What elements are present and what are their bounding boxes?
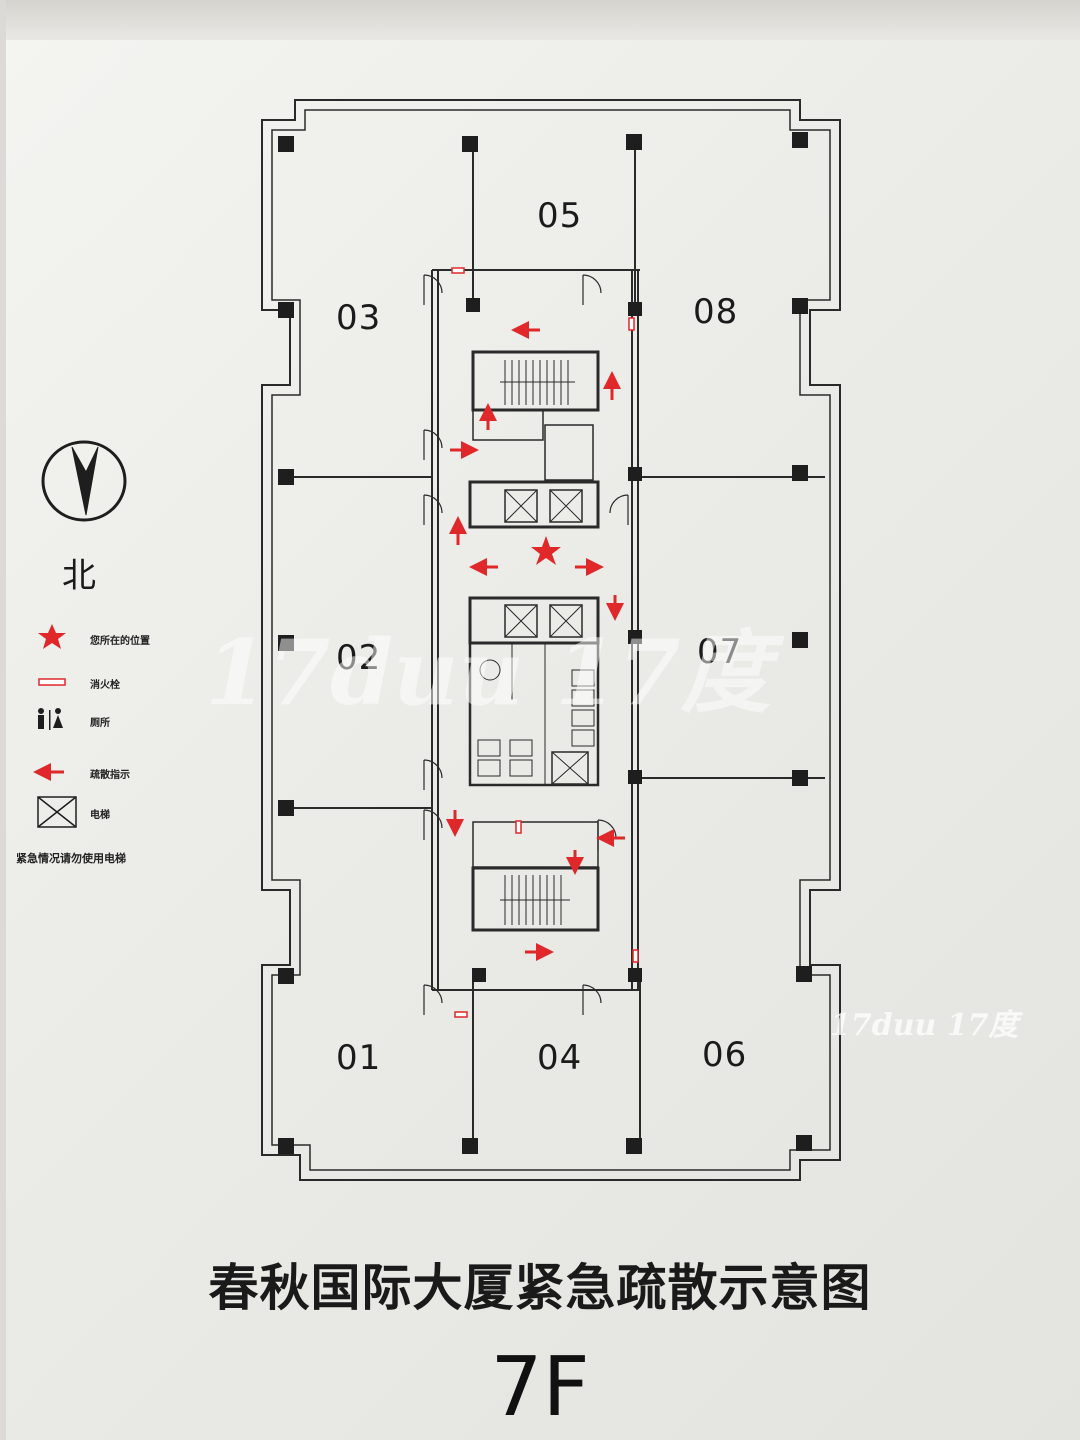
room-08-label: 08 xyxy=(693,292,739,332)
legend-star-icon xyxy=(38,624,66,649)
photo-top-edge xyxy=(0,0,1080,40)
toilets-block xyxy=(468,641,600,787)
you-are-here-star xyxy=(531,536,561,565)
room-05-label: 05 xyxy=(537,196,583,236)
legend-toilet-icon xyxy=(38,708,63,730)
legend-elevator: 电梯 xyxy=(90,810,110,821)
north-elevators xyxy=(468,480,600,529)
north-compass-icon xyxy=(41,440,127,522)
photo-left-edge xyxy=(0,0,6,1440)
watermark-small: 17duu 17度 xyxy=(830,1008,1019,1043)
room-04-label: 04 xyxy=(537,1038,583,1078)
room-03-label: 03 xyxy=(336,298,382,338)
room-06-label: 06 xyxy=(702,1035,748,1075)
watermark-large: 17duu 17度 xyxy=(205,620,771,726)
north-stair xyxy=(471,350,600,481)
floor-label: 7F xyxy=(490,1340,590,1435)
columns xyxy=(278,132,812,1154)
legend-evacuation: 疏散指示 xyxy=(90,770,130,781)
south-stair xyxy=(471,821,600,932)
room-01-label: 01 xyxy=(336,1038,382,1078)
legend-toilet: 厕所 xyxy=(90,718,110,729)
room-07-label: 07 xyxy=(697,632,743,672)
plan-title: 春秋国际大厦紧急疏散示意图 xyxy=(208,1259,872,1317)
room-02-label: 02 xyxy=(336,638,382,678)
legend-hydrant: 消火栓 xyxy=(90,680,120,691)
elevator-warning-note: 紧急情况请勿使用电梯 xyxy=(16,852,126,865)
legend-hydrant-icon xyxy=(38,678,66,686)
evacuation-arrows xyxy=(446,321,625,961)
building-outline xyxy=(261,99,841,1181)
legend-you-are-here: 您所在的位置 xyxy=(90,636,150,647)
doors xyxy=(423,274,629,1015)
north-label: 北 xyxy=(62,556,96,596)
legend-elevator-icon xyxy=(37,796,77,828)
room-partitions xyxy=(285,140,825,1150)
fire-hydrants xyxy=(451,267,639,1018)
